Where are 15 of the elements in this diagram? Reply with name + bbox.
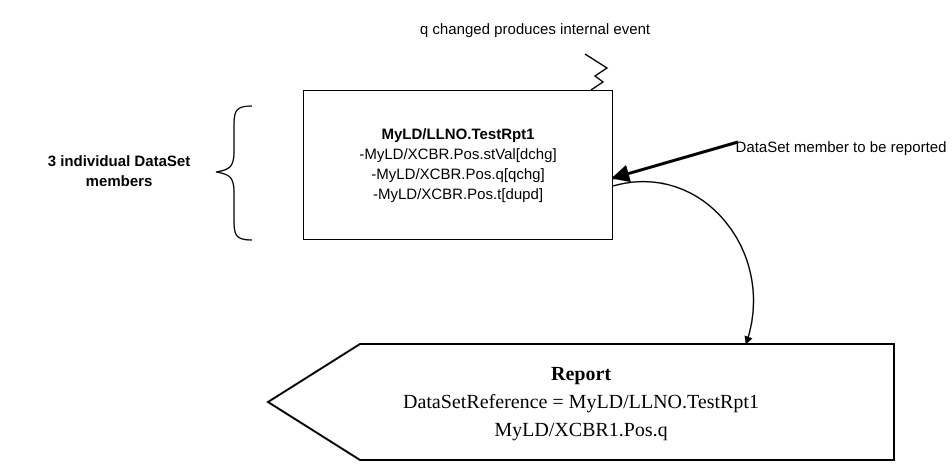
arrow: [612, 181, 754, 345]
arrow: [611, 140, 738, 182]
body-text: MyLD/XCBR1.Pos.q: [494, 418, 668, 443]
brace-label: 3 individual DataSet members: [46, 152, 192, 192]
body-text: DataSetReference = MyLD/LLNO.TestRpt1: [403, 390, 759, 415]
lightning-bolt-connector: [584, 53, 608, 91]
body-text: DataSet member to be reported: [736, 138, 946, 158]
body-text: -MyLD/XCBR.Pos.stVal[dchg]: [359, 145, 557, 165]
heading-text: MyLD/LLNO.TestRpt1: [381, 125, 535, 145]
body-text: q changed produces internal event: [420, 20, 650, 40]
report-shape: [268, 344, 894, 460]
dataset-box: [303, 90, 613, 240]
body-text: -MyLD/XCBR.Pos.t[dupd]: [372, 185, 544, 205]
body-text: -MyLD/XCBR.Pos.q[qchg]: [371, 165, 545, 185]
heading-text: Report: [551, 362, 611, 387]
